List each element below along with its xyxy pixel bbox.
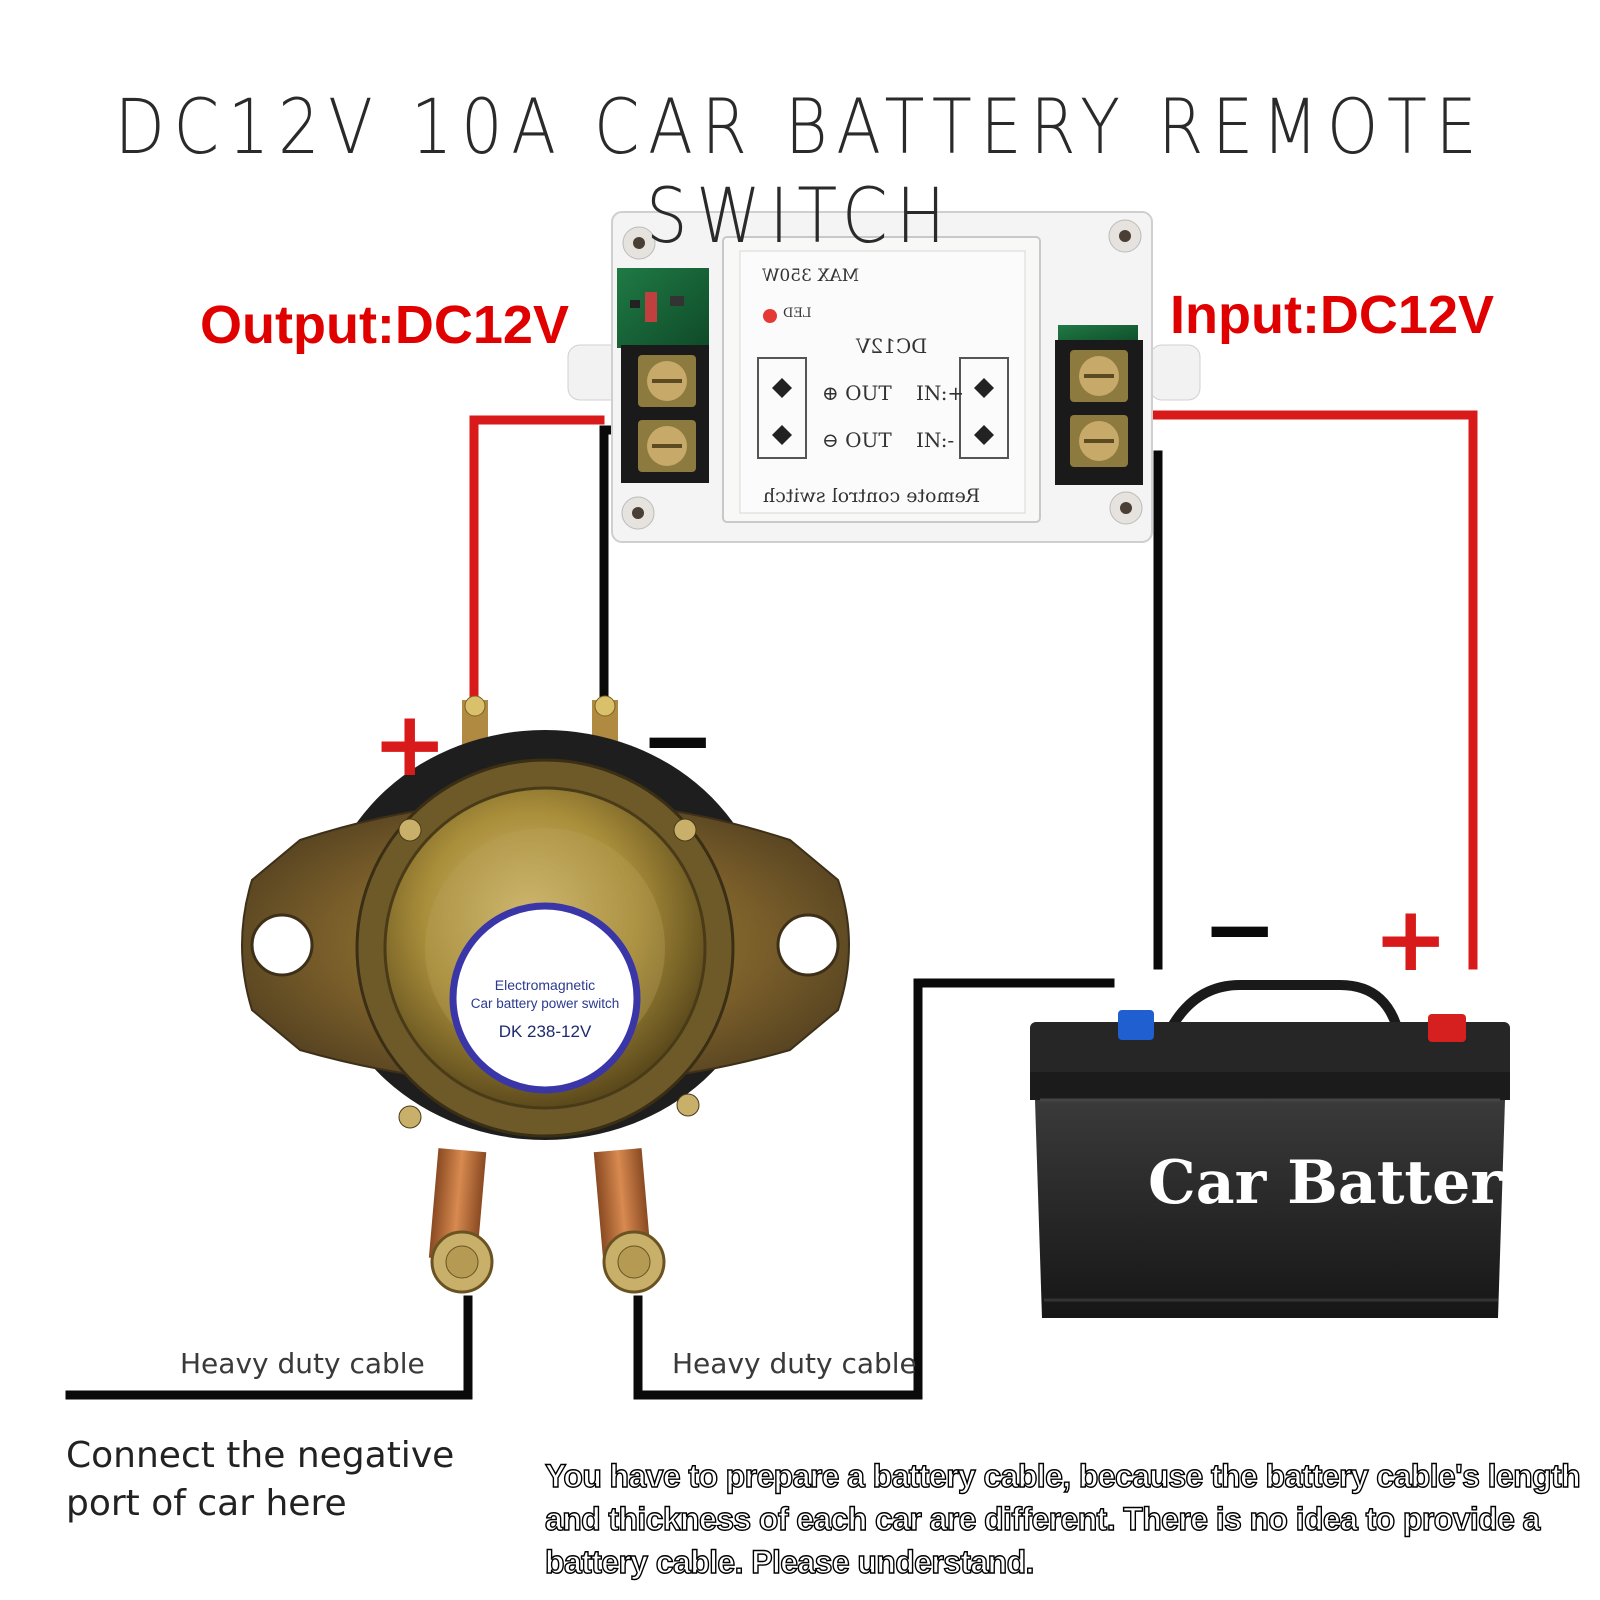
left-cable-label: Heavy duty cable — [180, 1347, 425, 1380]
module-in-plus: IN:+ — [916, 381, 965, 405]
wires — [65, 410, 1478, 1400]
red-wire-output — [469, 415, 605, 705]
module-out-plus: ⊕ OUT — [822, 381, 892, 405]
module-led-label: LED — [783, 306, 812, 321]
battery-positive-terminal — [1428, 1014, 1466, 1042]
module-in-minus: IN:- — [916, 428, 955, 452]
input-terminal-block — [1055, 340, 1143, 485]
module-voltage: DC12V — [856, 334, 928, 358]
solenoid-line2: Car battery power switch — [470, 996, 620, 1011]
solenoid-model: DK 238-12V — [498, 1022, 592, 1041]
black-wire-output — [599, 425, 619, 705]
remote-switch-module — [567, 211, 1201, 543]
solenoid-switch — [241, 695, 850, 1294]
battery-negative-terminal — [1118, 1010, 1154, 1040]
page-title: DC12V 10A CAR BATTERY REMOTE SWITCH — [114, 82, 1486, 260]
led-indicator — [763, 309, 777, 323]
output-terminal-block — [621, 345, 709, 483]
input-voltage-label: Input:DC12V — [1170, 285, 1494, 345]
output-voltage-label: Output:DC12V — [200, 295, 569, 355]
solenoid-plus-sign: + — [372, 692, 448, 797]
battery-plus-sign: + — [1373, 887, 1449, 992]
negative-port-note: Connect the negative port of car here — [66, 1435, 455, 1524]
battery-label: Car Battery — [1148, 1148, 1537, 1218]
heavy-cable-right — [633, 978, 1115, 1400]
battery-minus-sign: − — [1202, 877, 1278, 982]
module-out-minus: ⊖ OUT — [822, 428, 892, 452]
car-battery — [1030, 980, 1510, 1318]
battery-body — [1035, 1100, 1505, 1318]
solenoid-minus-sign: − — [640, 688, 716, 793]
heavy-cable-left — [65, 1295, 473, 1400]
solenoid-line1: Electromagnetic — [494, 977, 596, 993]
cable-disclaimer-note: You have to prepare a battery cable, bec… — [544, 1457, 1581, 1580]
solenoid-sticker — [449, 902, 641, 1094]
red-wire-input — [1145, 410, 1478, 970]
module-max-power: MAX 350W — [762, 266, 860, 286]
module-device-name: Remote control switch — [763, 485, 981, 507]
right-cable-label: Heavy duty cable — [672, 1347, 917, 1380]
